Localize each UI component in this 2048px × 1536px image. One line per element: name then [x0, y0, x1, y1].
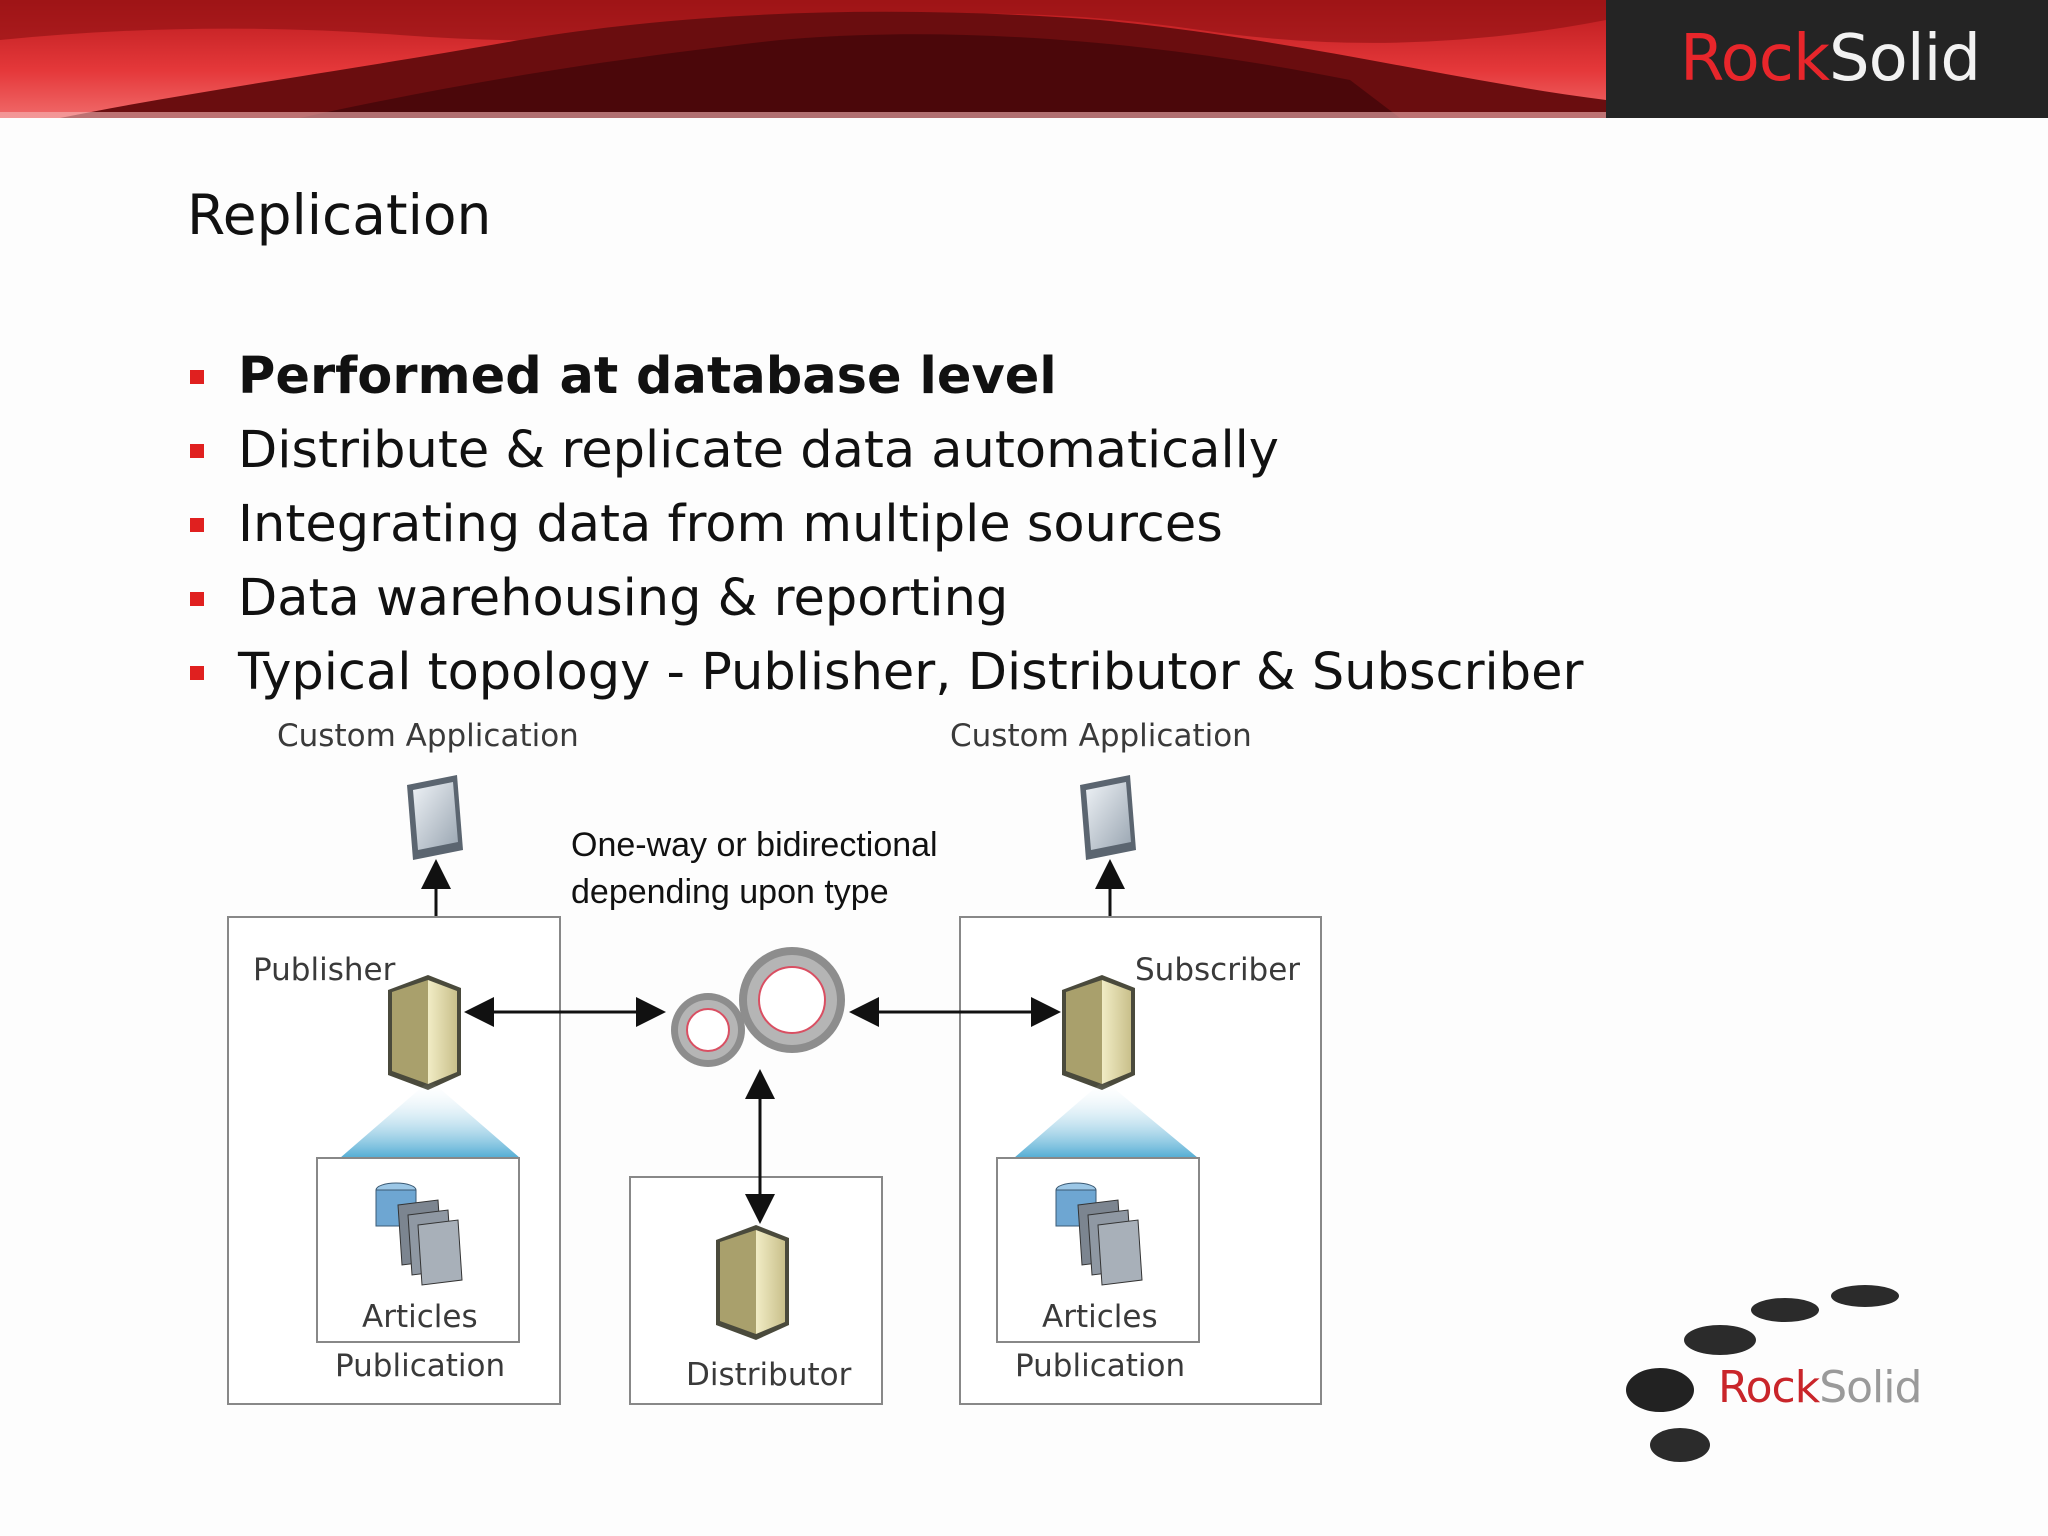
replication-topology-diagram: Custom Application Custom Application Pu…: [227, 718, 1322, 1405]
bullet-list: Performed at database level Distribute &…: [187, 340, 1583, 710]
note-line-1: One-way or bidirectional: [571, 826, 938, 864]
left-app-label: Custom Application: [277, 718, 579, 754]
left-app-monitor-icon: [407, 775, 463, 860]
subscriber-beam: [1014, 1080, 1198, 1158]
bullet-text: Integrating data from multiple sources: [238, 495, 1223, 554]
header-logo: RockSolid: [1680, 22, 1981, 96]
bullet-item: Typical topology - Publisher, Distributo…: [187, 636, 1583, 710]
publisher-beam: [340, 1080, 520, 1158]
bullet-text: Data warehousing & reporting: [238, 569, 1009, 628]
bullet-item: Integrating data from multiple sources: [187, 488, 1583, 562]
left-articles-icon: [375, 1182, 463, 1286]
replication-gears-icon: [671, 947, 845, 1067]
bullet-text: Distribute & replicate data automaticall…: [238, 421, 1279, 480]
bullet-square-icon: [190, 518, 204, 532]
replication-note: One-way or bidirectional depending upon …: [571, 822, 938, 916]
publisher-server-icon: [388, 975, 461, 1090]
bullet-text: Performed at database level: [238, 347, 1057, 406]
header-banner-image: [0, 0, 1606, 118]
bullet-square-icon: [190, 444, 204, 458]
footer-logo-text: RockSolid: [1718, 1362, 1922, 1413]
bullet-item: Performed at database level: [187, 340, 1583, 414]
left-publication-label: Publication: [335, 1348, 505, 1384]
slide-title: Replication: [187, 183, 492, 247]
publisher-label: Publisher: [253, 952, 396, 988]
header-logo-solid: Solid: [1829, 22, 1981, 96]
right-articles-label: Articles: [1042, 1299, 1158, 1335]
right-publication-label: Publication: [1015, 1348, 1185, 1384]
brand-box: RockSolid: [1606, 0, 2048, 118]
footer-logo-solid: Solid: [1819, 1362, 1922, 1413]
right-articles-icon: [1055, 1182, 1143, 1286]
bullet-item: Data warehousing & reporting: [187, 562, 1583, 636]
bullet-square-icon: [190, 370, 204, 384]
distributor-server-icon: [716, 1225, 789, 1340]
footer-logo-rock: Rock: [1718, 1362, 1820, 1413]
bullet-text: Typical topology - Publisher, Distributo…: [238, 643, 1584, 702]
bullet-item: Distribute & replicate data automaticall…: [187, 414, 1583, 488]
footer-stones-icon: [1626, 1285, 1899, 1462]
subscriber-server-icon: [1062, 975, 1135, 1090]
subscriber-label: Subscriber: [1135, 952, 1300, 988]
bullet-square-icon: [190, 666, 204, 680]
header-logo-rock: Rock: [1680, 22, 1830, 96]
left-articles-label: Articles: [362, 1299, 478, 1335]
note-line-2: depending upon type: [571, 873, 889, 911]
distributor-label: Distributor: [686, 1357, 852, 1393]
right-app-monitor-icon: [1080, 775, 1136, 860]
right-app-label: Custom Application: [950, 718, 1252, 754]
bullet-square-icon: [190, 592, 204, 606]
footer-logo: RockSolid: [1620, 1270, 1922, 1480]
